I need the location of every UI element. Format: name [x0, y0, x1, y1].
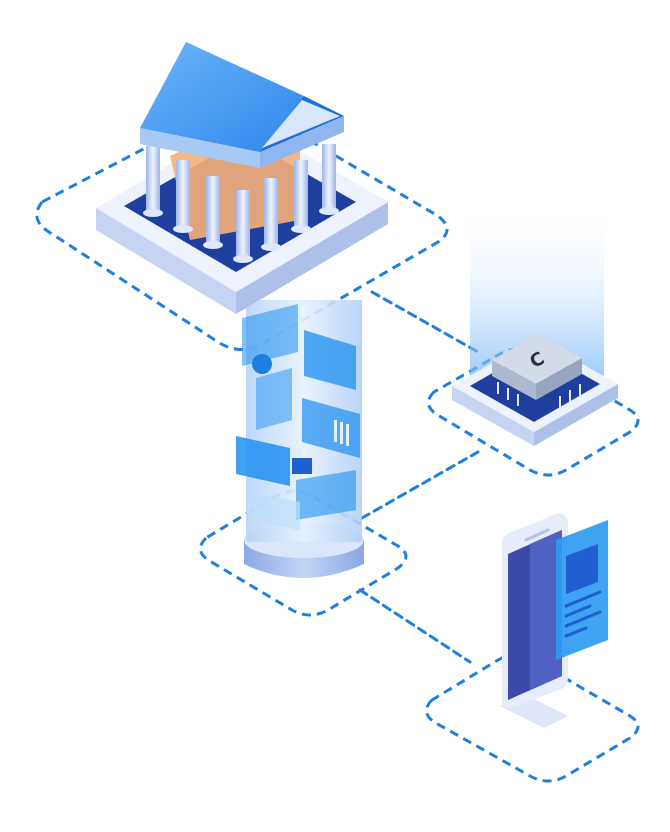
bank-roof-left — [140, 42, 304, 152]
chip-platform-side-right — [534, 384, 618, 446]
column — [264, 178, 278, 246]
column — [294, 160, 308, 228]
data-panel — [302, 398, 360, 458]
phone-screen-highlight — [530, 530, 562, 690]
phone-speaker — [524, 528, 550, 542]
data-panel — [236, 436, 290, 486]
chip-body-top — [492, 334, 582, 384]
smartphone-icon — [500, 513, 608, 728]
bank-columns — [143, 144, 339, 263]
column — [322, 144, 336, 210]
connection-lines — [358, 290, 480, 664]
data-panel — [304, 330, 356, 390]
bank-building-icon — [96, 42, 388, 314]
data-panel — [296, 470, 356, 520]
data-node-icon — [252, 354, 272, 374]
bank-frieze-left — [140, 128, 260, 168]
barcode-stripes — [334, 420, 349, 446]
chip-body-side-left — [492, 360, 536, 400]
phone-card-display — [566, 544, 598, 594]
connector-cylinder-phone — [358, 588, 472, 664]
chip-pins — [497, 382, 581, 408]
data-panel — [248, 492, 300, 530]
connector-bank-chip — [370, 290, 480, 354]
phone-frame — [425, 653, 640, 783]
connector-cylinder-chip — [360, 450, 480, 520]
chip-body-side-right — [536, 358, 582, 400]
bank-frieze-right — [260, 116, 344, 168]
phone-card-panel — [556, 520, 608, 660]
processor-chip-icon: C — [452, 206, 618, 446]
column — [206, 176, 220, 244]
data-square — [292, 458, 312, 474]
data-cylinder-icon — [236, 300, 364, 578]
chip-platform-side-left — [452, 386, 534, 446]
bank-platform-side-left — [96, 208, 236, 314]
column — [176, 160, 190, 228]
bank-pediment — [262, 100, 340, 148]
column — [146, 146, 160, 212]
bank-platform-side-right — [236, 202, 388, 314]
phone-card-lines — [564, 590, 602, 638]
data-panel — [242, 304, 298, 366]
data-panel — [256, 368, 292, 430]
column — [236, 190, 250, 258]
